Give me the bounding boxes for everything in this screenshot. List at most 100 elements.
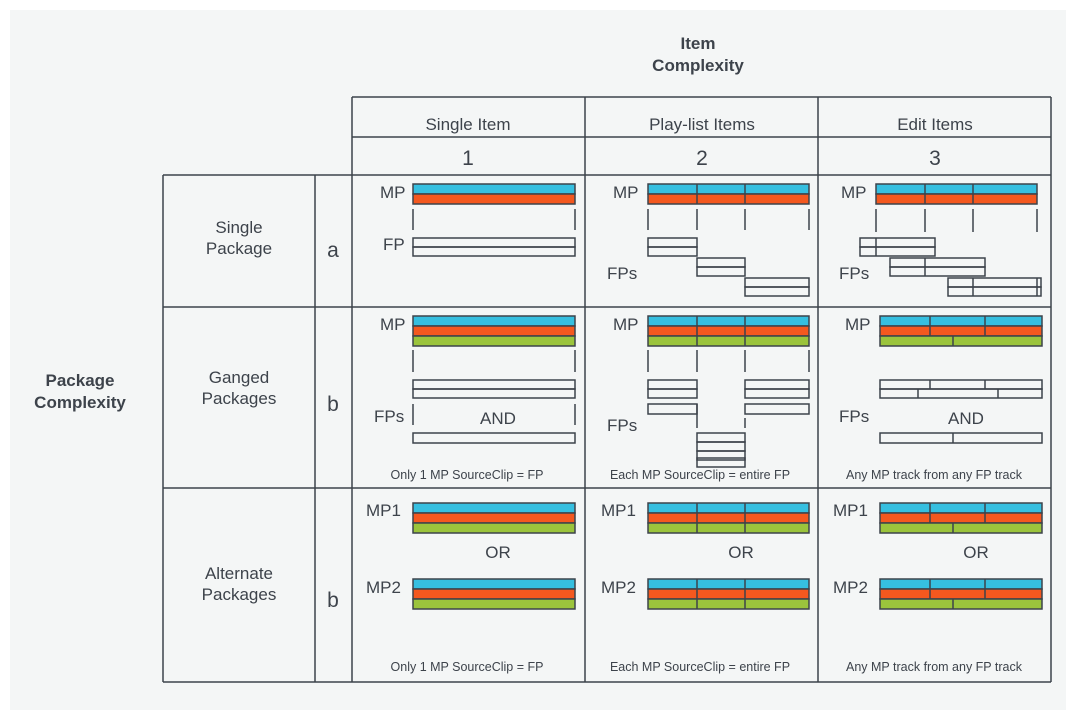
cell-c1-mp2-track-b (412, 578, 576, 590)
cell-a2-fp (647, 246, 698, 257)
cell-a1-mp-track-b (412, 183, 576, 195)
cell-c3-mp2-label: MP2 (833, 578, 868, 597)
row-letter-b-alternate: b (327, 589, 339, 612)
row-letter-a: a (327, 239, 339, 262)
cell-a3-fp-label: FPs (839, 264, 869, 283)
cell-captions: Only 1 MP SourceClip = FP Each MP Source… (391, 468, 1023, 674)
row-letter-b-ganged: b (327, 393, 339, 416)
cell-b3-mp-label: MP (845, 315, 871, 334)
cell-b1-mp-track-b (412, 315, 576, 327)
cell-a2-mp-track-r (647, 193, 810, 205)
cell-c1-mp1-label: MP1 (366, 501, 401, 520)
cell-c2-mp1-label: MP1 (601, 501, 636, 520)
cell-b1-caption: Only 1 MP SourceClip = FP (391, 468, 544, 482)
column-number-2: 2 (696, 147, 708, 170)
cell-b3-and-label: AND (948, 409, 984, 428)
cell-b2-mp-track-b (647, 315, 810, 327)
cell-b2-fp (696, 450, 746, 461)
item-complexity-title-line1: Item (681, 34, 716, 53)
cell-a2-fp (696, 266, 746, 277)
cell-a1-mp-track-r (412, 193, 576, 205)
cell-a2-mp-label: MP (613, 183, 639, 202)
cell-a3-fp (947, 286, 1042, 297)
cell-c2-mp2-track-g (647, 598, 810, 610)
track-graphics (412, 183, 1043, 610)
cell-b1-fp (412, 432, 576, 444)
cell-c3-mp1-track-g (879, 522, 1043, 534)
cell-c2-mp1-track-g (647, 522, 810, 534)
cell-c1-or-label: OR (485, 543, 511, 562)
cell-b2-fp (696, 457, 746, 468)
cell-b1-and-label: AND (480, 409, 516, 428)
row-label-single-package-line2: Package (206, 239, 272, 258)
cell-b3-fp (879, 432, 1043, 444)
cell-a3-mp-track-b (875, 183, 1038, 195)
cell-a3-mp-label: MP (841, 183, 867, 202)
cell-c1-mp1-track-r (412, 512, 576, 524)
package-complexity-title-line1: Package (46, 371, 115, 390)
cell-b1-mp-track-g (412, 335, 576, 347)
cell-b2-mp-track-g (647, 335, 810, 347)
row-label-alternate-packages-line2: Packages (202, 585, 277, 604)
cell-b1-mp-label: MP (380, 315, 406, 334)
cell-c2-mp1-track-b (647, 502, 810, 514)
cell-b3-fp (879, 388, 1043, 399)
cell-a1-mp-label: MP (380, 183, 406, 202)
cell-c3-mp2-track-r (879, 588, 1043, 600)
cell-c1-mp2-label: MP2 (366, 578, 401, 597)
cell-b3-fp-label: FPs (839, 407, 869, 426)
cell-b2-fp-label: FPs (607, 416, 637, 435)
column-header-edit-items: Edit Items (897, 115, 973, 134)
cell-c3-mp2-track-b (879, 578, 1043, 590)
cell-b2-mp-label: MP (613, 315, 639, 334)
cell-a3-fp (889, 266, 986, 277)
cell-a2-mp-track-b (647, 183, 810, 195)
row-label-ganged-packages-line2: Packages (202, 389, 277, 408)
row-label-ganged-packages-line1: Ganged (209, 368, 270, 387)
cell-b2-caption: Each MP SourceClip = entire FP (610, 468, 790, 482)
cell-b1-mp-track-r (412, 325, 576, 337)
cell-c2-or-label: OR (728, 543, 754, 562)
cell-c1-mp1-track-g (412, 522, 576, 534)
cell-c3-mp1-track-r (879, 512, 1043, 524)
cell-c3-mp1-track-b (879, 502, 1043, 514)
cell-b3-caption: Any MP track from any FP track (846, 468, 1023, 482)
cell-c1-mp1-track-b (412, 502, 576, 514)
column-header-playlist-items: Play-list Items (649, 115, 755, 134)
cell-a3-fp (859, 246, 936, 257)
cell-b2-fp (744, 403, 810, 415)
cell-a2-fp (744, 286, 810, 297)
cell-a2-fp-label: FPs (607, 264, 637, 283)
column-header-single-item: Single Item (425, 115, 510, 134)
cell-c3-mp2-track-g (879, 598, 1043, 610)
cell-b3-mp-track-r (879, 325, 1043, 337)
cell-c3-caption: Any MP track from any FP track (846, 660, 1023, 674)
cell-c2-mp2-track-b (647, 578, 810, 590)
cell-b2-mp-track-r (647, 325, 810, 337)
cell-b1-fp (412, 388, 576, 399)
cell-c1-mp2-track-g (412, 598, 576, 610)
cell-c1-caption: Only 1 MP SourceClip = FP (391, 660, 544, 674)
cell-a1-fp (412, 246, 576, 257)
grid-lines (162, 96, 1052, 683)
column-number-3: 3 (929, 147, 941, 170)
cell-c2-mp2-label: MP2 (601, 578, 636, 597)
cell-c1-mp2-track-r (412, 588, 576, 600)
cell-c2-mp1-track-r (647, 512, 810, 524)
cell-c3-mp1-label: MP1 (833, 501, 868, 520)
cell-b3-mp-track-b (879, 315, 1043, 327)
cell-b2-fp (744, 388, 810, 399)
cell-c3-or-label: OR (963, 543, 989, 562)
cell-c2-mp2-track-r (647, 588, 810, 600)
cell-a3-mp-track-r (875, 193, 1038, 205)
cell-labels: MP FP MP FPs MP FPs MP FPs AND MP FPs MP… (366, 183, 989, 597)
row-label-alternate-packages-line1: Alternate (205, 564, 273, 583)
cell-b2-fp (647, 388, 698, 399)
cell-a1-fp-label: FP (383, 235, 405, 254)
column-number-1: 1 (462, 147, 474, 170)
cell-b3-mp-track-g (879, 335, 1043, 347)
item-complexity-title-line2: Complexity (652, 56, 744, 75)
package-complexity-title-line2: Complexity (34, 393, 126, 412)
row-label-single-package-line1: Single (215, 218, 262, 237)
